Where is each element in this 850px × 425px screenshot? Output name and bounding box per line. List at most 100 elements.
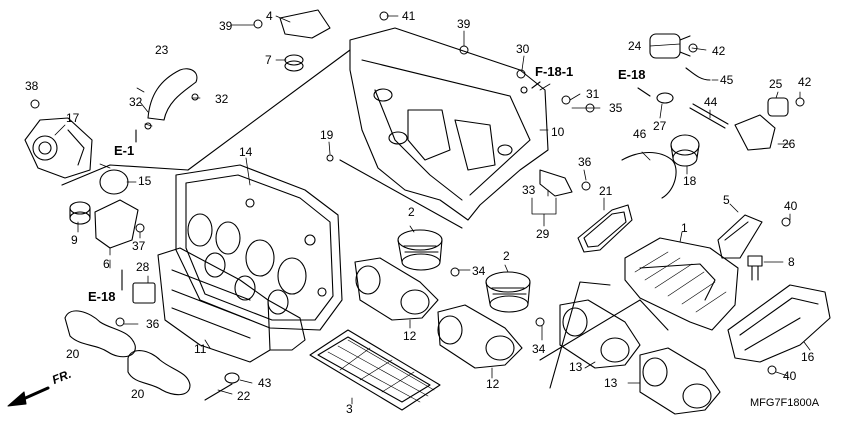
callout-34-lower: 34 — [532, 342, 546, 356]
callout-6: 6 — [103, 257, 110, 271]
callout-13-upper: 13 — [569, 360, 583, 374]
strap-part — [204, 383, 233, 401]
group-outline-lines — [61, 49, 669, 389]
ref-tag-e18-left: E-18 — [88, 289, 116, 304]
o-ring-part — [99, 169, 129, 195]
clamp-part — [224, 372, 240, 384]
callout-12-upper: 12 — [403, 329, 417, 343]
callout-30: 30 — [516, 42, 530, 56]
front-direction-arrow — [7, 386, 50, 407]
air-filter-element-part — [624, 237, 739, 331]
seal-part-upper — [64, 310, 136, 358]
seal-part-lower — [127, 350, 191, 396]
callout-38: 38 — [25, 79, 39, 93]
diagram-code: MFG7F1800A — [750, 397, 820, 409]
hose-46-part — [621, 151, 677, 199]
small-hose-part — [685, 67, 711, 81]
boot-part-right-upper — [559, 299, 641, 369]
callout-7: 7 — [265, 53, 272, 67]
callout-39-right: 39 — [457, 17, 471, 31]
callout-8: 8 — [788, 255, 795, 269]
callout-1: 1 — [681, 221, 688, 235]
callout-26: 26 — [782, 137, 796, 151]
callout-36-left: 36 — [146, 317, 160, 331]
callout-9: 9 — [71, 233, 78, 247]
callout-17: 17 — [66, 111, 80, 125]
callout-33: 33 — [522, 183, 536, 197]
top-bracket-part — [279, 9, 331, 39]
funnel-part-upper — [397, 229, 443, 271]
cover-part — [94, 199, 139, 249]
callout-31: 31 — [586, 87, 600, 101]
callout-22: 22 — [237, 389, 251, 403]
joint-27-part — [656, 92, 674, 104]
callout-2-lower: 2 — [503, 249, 510, 263]
valve-18-part — [670, 134, 700, 167]
ref-arrow-e18-top — [637, 87, 651, 97]
hose-part — [147, 68, 198, 121]
callout-18: 18 — [683, 174, 697, 188]
callout-4: 4 — [266, 9, 273, 23]
bracket-26-part — [734, 114, 776, 151]
pair-valve-part — [24, 117, 93, 179]
boot-part-lower — [437, 304, 523, 369]
boot-part-right-lower — [639, 347, 721, 415]
callout-16: 16 — [801, 350, 815, 364]
callout-20-lower: 20 — [131, 387, 145, 401]
sensor-28-part — [132, 282, 156, 304]
pipe-part — [689, 103, 729, 129]
boot-part-upper — [354, 257, 439, 321]
callout-20-upper: 20 — [66, 347, 80, 361]
callout-19: 19 — [320, 128, 334, 142]
ref-tag-e18-top: E-18 — [618, 67, 646, 82]
funnel-part-lower — [485, 271, 531, 313]
filter-seal-part — [577, 204, 633, 253]
callout-44: 44 — [704, 95, 718, 109]
callout-46: 46 — [633, 127, 647, 141]
callout-39-left: 39 — [219, 19, 233, 33]
bracket-part — [717, 214, 763, 259]
leader-lines — [54, 15, 811, 405]
top-grommet-part — [284, 54, 304, 72]
callout-27: 27 — [653, 119, 667, 133]
sensor-33-part — [539, 169, 573, 197]
callout-45: 45 — [720, 73, 734, 87]
callout-40-lower: 40 — [783, 369, 797, 383]
callout-12-lower: 12 — [486, 377, 500, 391]
callout-41: 41 — [402, 9, 416, 23]
callout-5: 5 — [723, 193, 730, 207]
ref-tag-e1: E-1 — [114, 143, 135, 158]
callout-24: 24 — [628, 39, 642, 53]
callout-32-right: 32 — [215, 92, 229, 106]
callout-32-left: 32 — [129, 95, 143, 109]
callout-15: 15 — [138, 174, 152, 188]
callout-11: 11 — [194, 342, 207, 356]
callout-35: 35 — [609, 101, 623, 115]
grommet-part — [69, 201, 91, 225]
callout-21: 21 — [599, 184, 613, 198]
ref-tag-f18-1: F-18-1 — [535, 64, 574, 79]
callout-42-right: 42 — [798, 75, 812, 89]
ref-arrow-f181 — [531, 81, 541, 89]
callout-43: 43 — [258, 376, 272, 390]
callout-14: 14 — [239, 145, 253, 159]
frame-gasket-part — [175, 164, 343, 331]
callout-23: 23 — [155, 43, 169, 57]
stud-part — [747, 255, 763, 281]
callout-13-lower: 13 — [604, 376, 618, 390]
callout-2-upper: 2 — [408, 205, 415, 219]
lower-housing-part — [157, 247, 306, 363]
callout-3: 3 — [346, 402, 353, 416]
grommet-25-part — [767, 97, 789, 117]
filter-screen-part — [309, 329, 441, 411]
upper-housing-part — [349, 27, 549, 221]
callout-34-upper: 34 — [472, 264, 486, 278]
callout-29: 29 — [536, 227, 550, 241]
callout-37: 37 — [132, 239, 146, 253]
callout-25: 25 — [769, 77, 783, 91]
callout-10: 10 — [551, 125, 565, 139]
callout-40-upper: 40 — [784, 199, 798, 213]
callout-28: 28 — [136, 260, 150, 274]
